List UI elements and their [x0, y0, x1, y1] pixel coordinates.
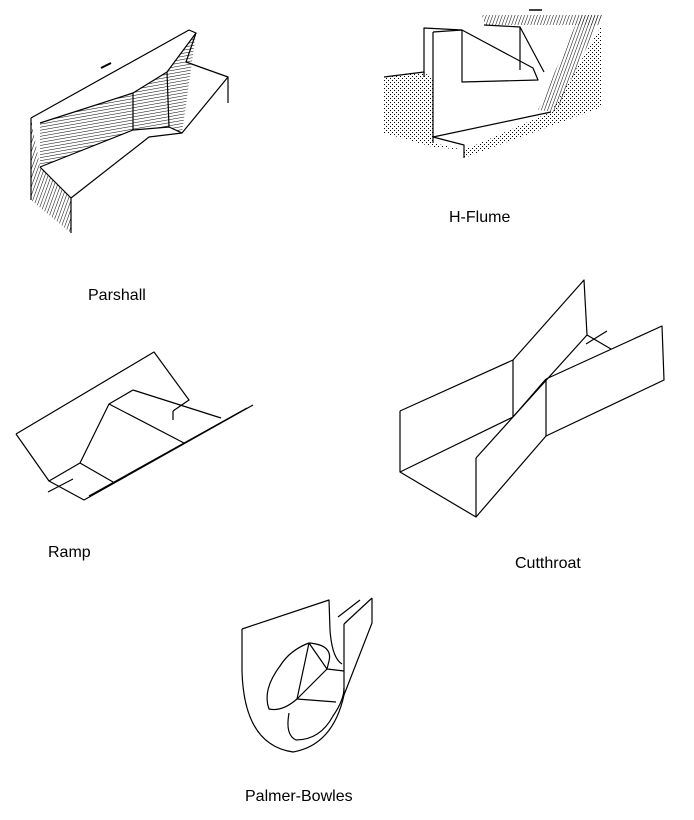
palmer-bowles-flume-drawing	[241, 597, 373, 753]
parshall-flume-drawing	[30, 29, 229, 233]
cutthroat-flume-drawing	[399, 279, 665, 518]
h-flume-drawing	[383, 9, 602, 158]
ramp-label: Ramp	[48, 544, 91, 561]
ramp-flume-drawing	[15, 351, 254, 501]
parshall-label: Parshall	[88, 287, 146, 304]
h-flume-label: H-Flume	[449, 209, 511, 226]
palmer-bowles-label: Palmer-Bowles	[245, 788, 353, 805]
cutthroat-label: Cutthroat	[515, 555, 581, 572]
